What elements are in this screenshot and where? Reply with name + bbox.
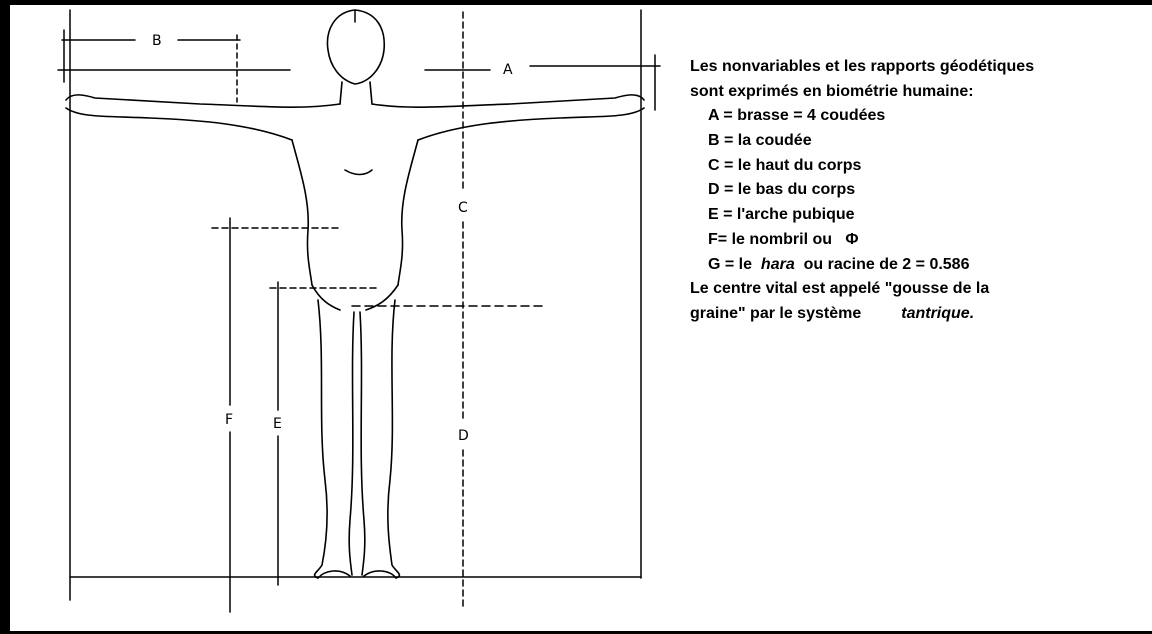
- human-figure: [66, 10, 644, 578]
- legend-item-g: G = le hara ou racine de 2 = 0.586: [690, 253, 1152, 278]
- legend-item-c: C = le haut du corps: [690, 154, 1152, 179]
- legend-item-g-rest: ou racine de 2 = 0.586: [804, 256, 970, 273]
- legend-intro-line2: sont exprimés en biométrie humaine:: [690, 80, 1152, 105]
- legend-intro-line1: Les nonvariables et les rapports géodéti…: [690, 55, 1152, 80]
- legend-item-a: A = brasse = 4 coudées: [690, 104, 1152, 129]
- legend-item-d: D = le bas du corps: [690, 178, 1152, 203]
- legend-outro-line2: graine" par le système tantrique.: [690, 302, 1152, 327]
- legend-item-g-text: G = le: [708, 256, 752, 273]
- label-a: A: [503, 62, 513, 78]
- legend-outro-line1: Le centre vital est appelé "gousse de la: [690, 277, 1152, 302]
- legend-item-b: B = la coudée: [690, 129, 1152, 154]
- legend-outro-italic: tantrique.: [901, 305, 974, 322]
- proportion-square: [70, 10, 641, 600]
- legend-item-e: E = l'arche pubique: [690, 203, 1152, 228]
- label-c: C: [458, 200, 468, 216]
- vitruvian-figure-diagram: B A C D F E: [0, 0, 680, 634]
- legend-item-f-text: F= le nombril ou: [708, 231, 832, 248]
- phi-symbol: Φ: [845, 231, 858, 248]
- legend-text: Les nonvariables et les rapports géodéti…: [690, 55, 1152, 327]
- label-f: F: [225, 412, 233, 428]
- label-e: E: [273, 416, 282, 432]
- label-b: B: [152, 33, 162, 49]
- measure-b: [58, 30, 290, 102]
- legend-outro-line2-text: graine" par le système: [690, 305, 861, 322]
- label-d: D: [458, 428, 469, 444]
- legend-item-g-italic: hara: [761, 256, 795, 273]
- legend-item-f: F= le nombril ou Φ: [690, 228, 1152, 253]
